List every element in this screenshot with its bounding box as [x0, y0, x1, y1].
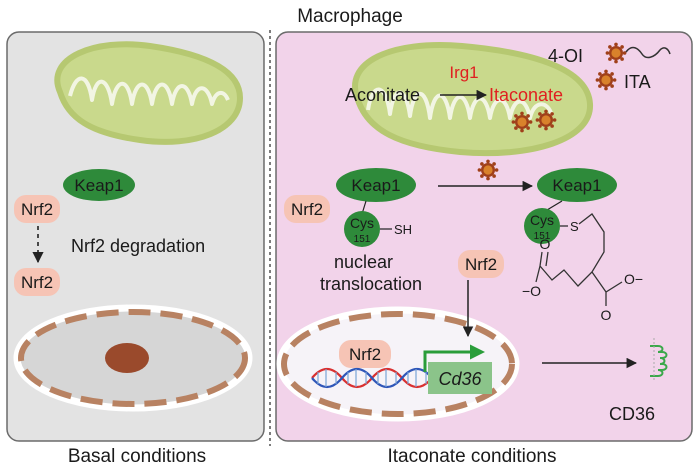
- basal-caption: Basal conditions: [68, 446, 206, 467]
- nuclear-label: nuclear: [334, 252, 393, 272]
- cys-right-number: 151: [534, 231, 551, 242]
- translocation-label: translocation: [320, 274, 422, 294]
- title: Macrophage: [297, 6, 403, 27]
- 4oi-particle: [605, 42, 627, 64]
- basal-mitochondrion: [54, 41, 244, 145]
- cys-left-label: Cys: [350, 215, 374, 231]
- basal-panel: Keap1 Nrf2 Nrf2 degradation Nrf2: [6, 31, 265, 442]
- basal-nrf2-top-label: Nrf2: [21, 200, 53, 219]
- cys-left-circle: [344, 211, 380, 247]
- keap1-right-ellipse: [537, 168, 617, 202]
- keap1-right-label: Keap1: [552, 176, 601, 195]
- cys-right-link: [546, 200, 563, 211]
- nrf2-nucleus-box: [339, 340, 391, 368]
- basal-nucleus: [13, 304, 253, 412]
- cd36-protein-label: CD36: [609, 404, 655, 424]
- keap1-left-label: Keap1: [351, 176, 400, 195]
- label-4oi: 4-OI: [548, 46, 583, 66]
- irg1-label: Irg1: [449, 63, 478, 82]
- basal-keap1-label: Keap1: [74, 176, 123, 195]
- o-minus-left-bond: [535, 265, 541, 283]
- itaconate-label: Itaconate: [489, 85, 563, 105]
- ita-particle: [595, 69, 617, 91]
- cys-right-circle: [524, 208, 560, 244]
- o-minus-right-label: O−: [624, 271, 643, 287]
- basal-keap1-ellipse: [63, 169, 135, 201]
- cd36-gene-box: [428, 362, 492, 394]
- nrf2-left-box: [284, 195, 330, 223]
- nrf2-left-label: Nrf2: [291, 200, 323, 219]
- label-ita: ITA: [624, 72, 651, 92]
- basal-degradation-label: Nrf2 degradation: [71, 236, 205, 256]
- aconitate-label: Aconitate: [345, 85, 420, 105]
- itaconate-particle-2: [535, 109, 557, 131]
- cd36-protein: [650, 345, 668, 377]
- basal-nucleolus: [105, 343, 149, 373]
- modification-particle: [477, 159, 499, 181]
- basal-nrf2-bottom-box: [14, 268, 60, 296]
- nrf2-mid-label: Nrf2: [465, 255, 497, 274]
- basal-nrf2-bottom-label: Nrf2: [21, 273, 53, 292]
- 4oi-tail: [625, 46, 671, 59]
- itaconate-particle-1: [511, 111, 533, 133]
- s-label: S: [570, 219, 579, 234]
- dna-helix: [311, 367, 433, 389]
- nrf2-mid-box: [458, 250, 504, 278]
- sh-label: SH: [394, 222, 412, 237]
- cd36-gene-label: Cd36: [438, 369, 482, 389]
- itaconate-caption: Itaconate conditions: [387, 446, 556, 467]
- promoter-arrow: [423, 344, 485, 372]
- cys-right-label: Cys: [530, 212, 554, 228]
- itaconate-panel: Irg1 Aconitate Itaconate 4-OI ITA Keap1 …: [275, 31, 693, 442]
- basal-nrf2-top-box: [14, 195, 60, 223]
- keap1-left-ellipse: [336, 168, 416, 202]
- adduct-skeleton: [539, 213, 623, 306]
- o-minus-left-label: −O: [522, 283, 541, 299]
- cys-left-number: 151: [354, 234, 371, 245]
- nrf2-nucleus-label: Nrf2: [349, 345, 381, 364]
- o-left-label: O: [540, 236, 551, 252]
- itaconate-mitochondrion: [352, 42, 594, 157]
- o-right-label: O: [601, 307, 612, 323]
